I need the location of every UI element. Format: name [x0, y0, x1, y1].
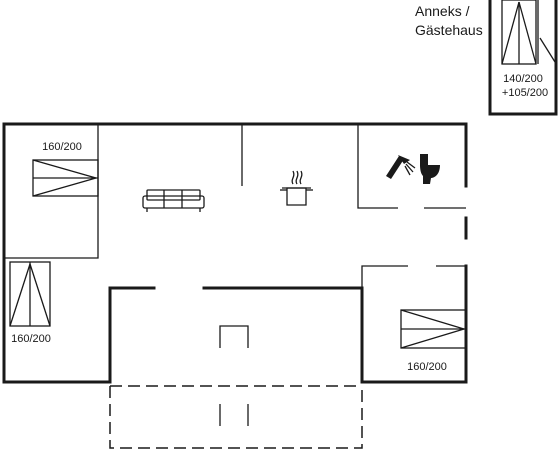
annex-title-line-1: Anneks /	[415, 3, 470, 19]
terrace-outline	[109, 386, 363, 449]
bedroom-right-wall	[361, 265, 408, 288]
annex: 140/200 +105/200	[488, 0, 558, 116]
annex-bed-label-1: 140/200	[503, 73, 543, 85]
table-icon	[219, 325, 249, 348]
bedroom-top-left: 160/200	[32, 141, 99, 197]
sofa-icon	[142, 189, 205, 212]
annex-title-line-2: Gästehaus	[415, 22, 483, 38]
bed-icon	[32, 159, 99, 197]
shower-icon	[386, 155, 416, 179]
toilet-icon	[420, 154, 440, 184]
annex-bed-label-2: +105/200	[502, 87, 548, 99]
bedroom-left: 160/200	[9, 261, 51, 345]
outer-walls	[2, 122, 468, 384]
bathroom-wall	[357, 124, 398, 209]
bed-icon	[9, 261, 51, 327]
annex-walls	[488, 0, 558, 116]
bed-label-left: 160/200	[11, 333, 51, 345]
cooking-pot-icon	[280, 170, 313, 206]
bed-icon	[501, 0, 537, 65]
annex-door-swing	[539, 37, 556, 63]
bedroom-right: 160/200	[400, 309, 467, 373]
bed-icon	[400, 309, 467, 349]
bed-label-right: 160/200	[407, 361, 447, 373]
annex-title: Anneks / Gästehaus	[415, 2, 483, 40]
bed-label-top-left: 160/200	[42, 141, 82, 153]
